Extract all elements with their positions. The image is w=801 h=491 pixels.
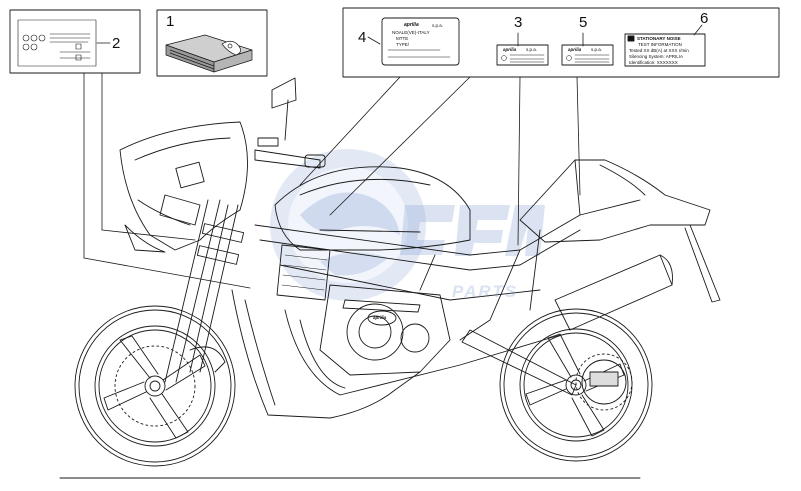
handlebar [254, 137, 326, 169]
plate-address: NOALE(VE)-ITALY [392, 30, 430, 35]
small-plate-5 [561, 44, 614, 66]
callout-1: 1 [166, 13, 175, 30]
swingarm [461, 329, 577, 396]
noise-line-5: Identification: XXXXXXX [629, 60, 678, 65]
front-fairing [119, 121, 248, 253]
callout-box-labels [342, 7, 780, 78]
mirror [271, 77, 297, 141]
callout-6: 6 [700, 10, 709, 27]
radiator [276, 244, 331, 301]
noise-test-label [624, 33, 706, 67]
plate-5-company: s.p.a. [591, 47, 603, 52]
exhaust-pipe [284, 309, 561, 396]
plate-3-brand: aprilia [503, 47, 517, 52]
owner-manual-kit [165, 34, 253, 73]
engine-brand-plate [367, 310, 397, 326]
frame [254, 199, 641, 341]
front-fork [164, 199, 245, 383]
callout-box-1 [156, 9, 268, 77]
muffler [554, 254, 673, 331]
homologation-plate [381, 17, 460, 66]
plate-3-company: s.p.a. [526, 47, 538, 52]
callout-box-2 [9, 9, 141, 74]
noise-line-4: Silencing System: APRILIA [629, 54, 684, 59]
lower-fairing [231, 289, 421, 419]
plate-model: MTTE [396, 36, 409, 41]
watermark-logo [270, 149, 545, 301]
plate-brand: aprilia [404, 22, 419, 28]
engine-brand-text: aprilia [373, 315, 387, 320]
tail-section [519, 159, 721, 303]
warning-sticker-sheet [17, 19, 97, 67]
small-plate-3 [496, 44, 549, 66]
noise-label-header-mark [627, 35, 635, 42]
plate-company: s.p.a. [432, 23, 444, 28]
callout-4: 4 [358, 29, 367, 46]
callout-2: 2 [112, 35, 121, 52]
fuel-tank [274, 166, 471, 251]
noise-line-3: Tested XX dB(A) at XXX r/min [629, 48, 689, 53]
watermark-text: PARTS [452, 282, 519, 301]
plate-5-brand: aprilia [568, 47, 582, 52]
callout-5: 5 [579, 14, 588, 31]
noise-line-2: TEST INFORMATION [638, 42, 682, 47]
rear-wheel [499, 308, 653, 462]
front-wheel [74, 305, 236, 467]
callout-3: 3 [514, 14, 523, 31]
plate-type: TYPE/ [396, 42, 410, 47]
noise-line-1: STATIONARY NOISE [637, 36, 681, 41]
